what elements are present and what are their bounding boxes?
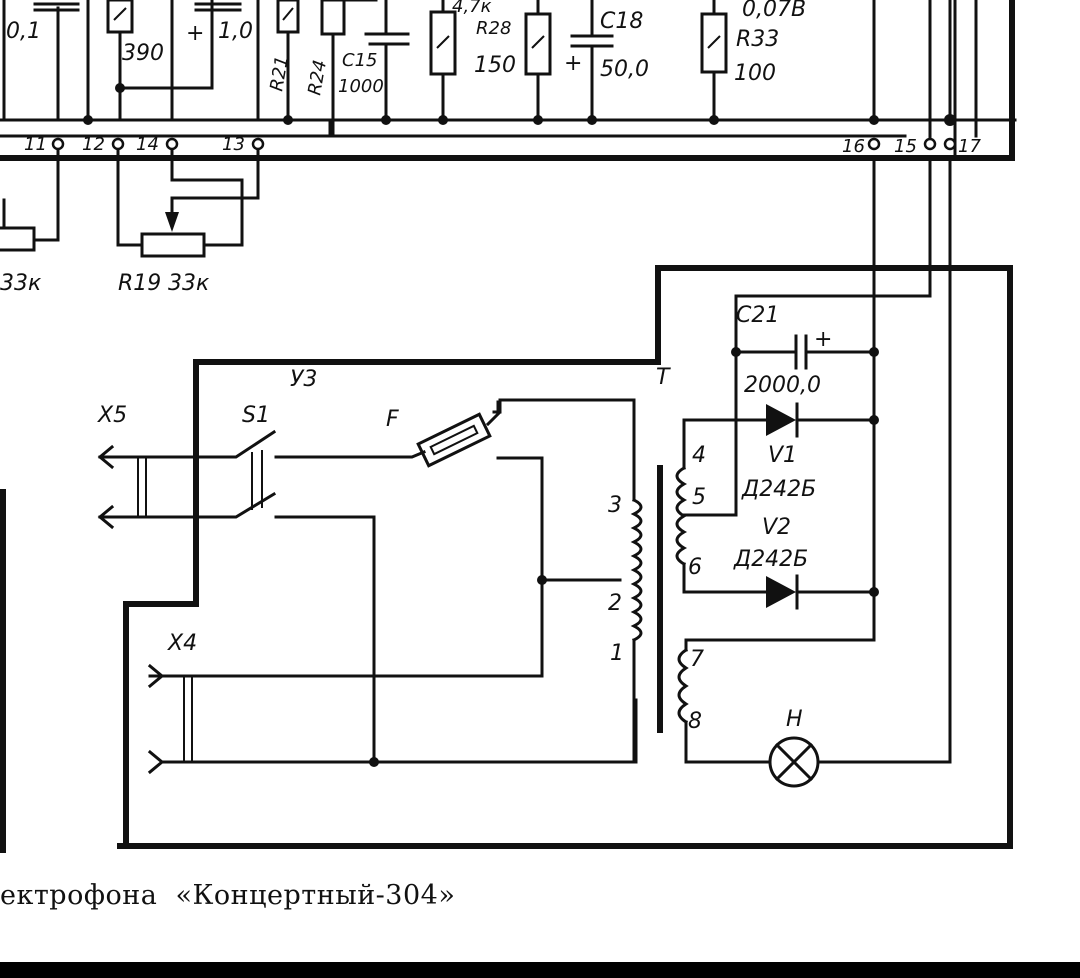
- label-pot-left: 33к: [0, 271, 42, 296]
- pin-5: 5: [692, 485, 706, 510]
- svg-text:14: 14: [136, 134, 159, 155]
- label-c-1-0: 1,0: [218, 19, 253, 44]
- switch-s1[interactable]: S1: [242, 403, 426, 764]
- pin-2: 2: [608, 591, 622, 616]
- label-r19-value: 33к: [168, 271, 210, 296]
- pin-4: 4: [692, 443, 706, 468]
- label-transformer: T: [656, 365, 671, 390]
- connector-x4[interactable]: X4: [147, 631, 638, 775]
- label-v2: V2: [762, 515, 791, 540]
- resistor-r24: R24: [304, 0, 378, 138]
- resistor-390: 390: [106, 0, 214, 122]
- label-r28-value: 150: [474, 53, 516, 78]
- terminal-15[interactable]: [923, 137, 937, 151]
- label-c18: C18: [600, 9, 643, 34]
- label-s1: S1: [242, 403, 270, 428]
- svg-text:12: 12: [82, 134, 105, 155]
- pin-7: 7: [690, 647, 704, 672]
- svg-text:16: 16: [842, 136, 865, 157]
- terminal-17[interactable]: [943, 137, 957, 151]
- resistor-4-7k: 4,7к: [429, 0, 492, 125]
- amplifier-board: 0,1 390 + 1,0 R21: [0, 0, 1017, 161]
- unit-label: У3: [290, 367, 317, 392]
- figure-caption: ектрофона «Концертный-304»: [0, 880, 456, 911]
- svg-text:11: 11: [24, 134, 47, 155]
- polarity-mark: +: [564, 51, 582, 76]
- label-lamp: H: [786, 707, 803, 732]
- label-r33: R33: [736, 27, 779, 52]
- capacitor-c21: C21 + 2000,0: [731, 156, 932, 398]
- junction: [537, 575, 547, 585]
- lamp-h: H: [768, 156, 952, 788]
- label-r-390: 390: [122, 41, 164, 66]
- connector-x5[interactable]: X5: [97, 403, 277, 530]
- pin-1: 1: [610, 641, 624, 666]
- label-c-0-1: 0,1: [6, 19, 41, 44]
- pin-8: 8: [688, 709, 702, 734]
- label-c18-value: 50,0: [600, 57, 649, 82]
- lamp-winding: [677, 647, 689, 725]
- resistor-r28: R28 150: [474, 0, 552, 125]
- transformer-t: T 3 2 1 4 5 6 7 8: [608, 350, 876, 764]
- capacitor-c18: + C18 50,0: [564, 0, 649, 125]
- terminal-11[interactable]: [51, 137, 65, 151]
- label-r33-note: 0,07В: [742, 0, 806, 22]
- label-fuse: F: [386, 407, 399, 432]
- terminal-16[interactable]: [867, 137, 881, 151]
- wire: [148, 456, 544, 678]
- svg-text:13: 13: [222, 134, 245, 155]
- capacitor-0-1: 0,1: [6, 2, 80, 122]
- terminal-12[interactable]: [111, 137, 125, 151]
- capacitor-1-0: + 1,0: [186, 2, 253, 46]
- potentiometer-left: 33к: [0, 148, 60, 296]
- svg-text:15: 15: [894, 136, 917, 157]
- terminal-14[interactable]: [165, 137, 179, 151]
- junction: [83, 115, 93, 125]
- label-v1-part: Д242Б: [741, 477, 816, 502]
- potentiometer-r19: R19 33к: [116, 148, 260, 296]
- resistor-r33: 0,07В R33 100: [700, 0, 806, 125]
- label-r19: R19: [118, 271, 161, 296]
- label-v1: V1: [768, 443, 797, 468]
- junction: [869, 115, 879, 125]
- label-c15-value: 1000: [338, 76, 384, 97]
- resistor-r21: R21: [266, 0, 300, 125]
- label-x4: X4: [167, 631, 197, 656]
- label-v2-part: Д242Б: [733, 547, 808, 572]
- label-c21: C21: [736, 303, 779, 328]
- label-r-4-7k: 4,7к: [452, 0, 492, 17]
- wire: [682, 562, 762, 594]
- board-outline: [0, 0, 1015, 161]
- junction: [944, 114, 956, 126]
- label-r33-value: 100: [734, 61, 776, 86]
- pin-6: 6: [688, 555, 702, 580]
- fuse-f: F: [386, 398, 636, 502]
- svg-text:17: 17: [958, 136, 981, 157]
- wire: [682, 350, 738, 517]
- wire: [684, 590, 876, 652]
- label-x5: X5: [97, 403, 127, 428]
- capacitor-c15: C15 1000: [338, 0, 410, 125]
- label-c15: C15: [342, 50, 377, 71]
- diode-v1: V1 Д242Б: [741, 402, 879, 502]
- wire: [684, 720, 770, 764]
- label-r28: R28: [476, 18, 511, 39]
- primary-winding: [630, 497, 643, 643]
- diode-v2: V2 Д242Б: [733, 515, 879, 610]
- polarity-mark: +: [186, 21, 204, 46]
- polarity-mark: +: [814, 327, 832, 352]
- label-r24: R24: [304, 58, 331, 97]
- label-c21-value: 2000,0: [744, 373, 821, 398]
- page-bottom-border: [0, 962, 1080, 978]
- pin-3: 3: [608, 493, 622, 518]
- terminal-13[interactable]: [251, 137, 265, 151]
